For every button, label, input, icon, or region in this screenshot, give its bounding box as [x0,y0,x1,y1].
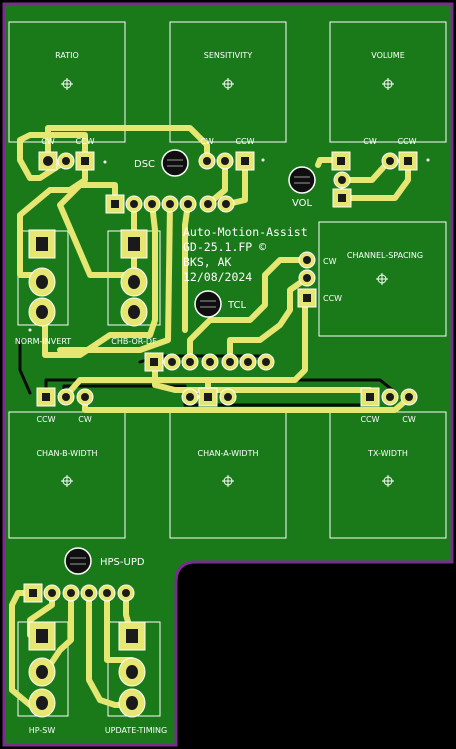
trace-top [42,201,158,358]
led-tcl-icon [194,290,222,318]
info-author: BKS, AK [183,255,232,269]
label-chb-or-df: CHB-OR-DF [111,337,157,346]
pot-ratio-outline [8,21,126,143]
label-vol: VOL [292,198,313,209]
info-title: Auto-Motion-Assist [183,225,308,239]
label-sensitivity-cw: CW [200,137,214,146]
header-main-connector [105,194,235,214]
switch-norm-invert-pads [28,229,56,327]
trace-top [17,132,88,181]
label-sensitivity: SENSITIVITY [204,51,253,60]
header-bottom-connector [23,583,135,603]
label-channel-spacing: CHANNEL-SPACING [347,251,423,260]
trace-top [227,275,310,365]
trace-top [17,158,88,278]
label-chan-b-width-cw: CW [78,415,92,424]
label-channel-spacing-cw: CW [323,257,337,266]
label-tx-width: TX-WIDTH [367,449,408,458]
label-chan-b-width-ccw: CCW [36,415,55,424]
label-ratio-cw: CW [41,137,55,146]
pot-chan-b-width-outline [8,411,126,539]
label-sensitivity-ccw: CCW [235,137,254,146]
pot-channel-spacing-outline [318,221,447,337]
label-tx-width-cw: CW [402,415,416,424]
header-channel-spacing [297,251,317,308]
trace-top [45,125,210,164]
label-ratio-ccw: CCW [75,137,94,146]
info-date: 12/08/2024 [183,270,252,284]
label-dsc: DSC [134,159,155,170]
label-chan-b-width: CHAN-B-WIDTH [36,449,97,458]
crosshair-icon [61,475,73,487]
label-hps-upd: HPS-UPD [100,557,145,568]
switch-update-timing-pads [118,621,146,718]
led-dsc-icon [161,149,189,177]
crosshair-icon [222,78,234,90]
led-vol-icon [288,166,316,194]
header-sensitivity [198,151,255,171]
label-volume-cw: CW [363,137,377,146]
pot-sensitivity-outline [169,21,287,143]
trace-top [57,182,138,278]
header-middle-connector [144,352,275,372]
info-part: GD-25.1.FP © [183,240,266,254]
label-volume: VOLUME [371,51,405,60]
crosshair-icon [61,78,73,90]
header-chan-a-width [181,387,237,407]
label-chan-a-width: CHAN-A-WIDTH [198,449,259,458]
trace-top [62,295,308,400]
label-volume-ccw: CCW [397,137,416,146]
label-channel-spacing-ccw: CCW [323,294,342,303]
label-tcl: TCL [227,300,247,311]
header-tx-width [360,387,418,407]
header-chan-b-width [36,387,94,407]
header-ratio [38,151,95,171]
crosshair-icon [382,78,394,90]
trace-top [104,590,135,663]
crosshair-icon [376,273,388,285]
label-ratio: RATIO [55,51,79,60]
label-tx-width-ccw: CCW [360,415,379,424]
trace-bottom [18,338,32,395]
label-norm-invert: NORM-INVERT [15,337,71,346]
header-volume [331,151,418,208]
crosshair-icon [382,475,394,487]
trace-top [57,201,173,353]
pot-volume-outline [329,21,447,143]
label-hp-sw: HP-SW [29,726,56,735]
crosshair-icon [222,475,234,487]
switch-chb-or-df-pads [120,229,148,327]
trace-top [187,257,310,365]
switch-hp-sw-pads [28,621,56,718]
led-hps-upd-icon [64,547,92,575]
label-update-timing: UPDATE-TIMING [105,726,167,735]
